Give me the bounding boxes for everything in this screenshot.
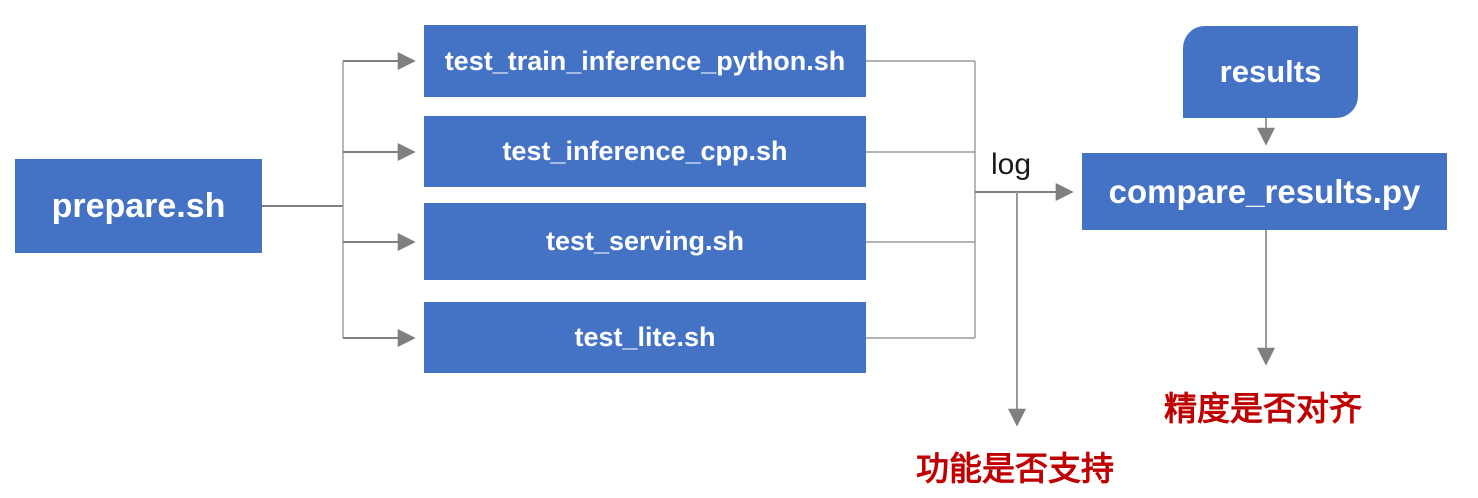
node-test-inference-cpp-sh: test_inference_cpp.sh (424, 116, 866, 187)
node-test-lite-sh: test_lite.sh (424, 302, 866, 373)
annotation-function-supported: 功能是否支持 (916, 450, 1114, 487)
node-test-train-inference-python-sh: test_train_inference_python.sh (424, 25, 866, 97)
node-results: results (1183, 26, 1358, 118)
node-compare-results-py: compare_results.py (1082, 153, 1447, 230)
annotation-precision-aligned: 精度是否对齐 (1164, 390, 1362, 427)
node-prepare-sh: prepare.sh (15, 159, 262, 253)
node-test-serving-sh: test_serving.sh (424, 203, 866, 280)
log-edge-label: log (991, 148, 1032, 181)
